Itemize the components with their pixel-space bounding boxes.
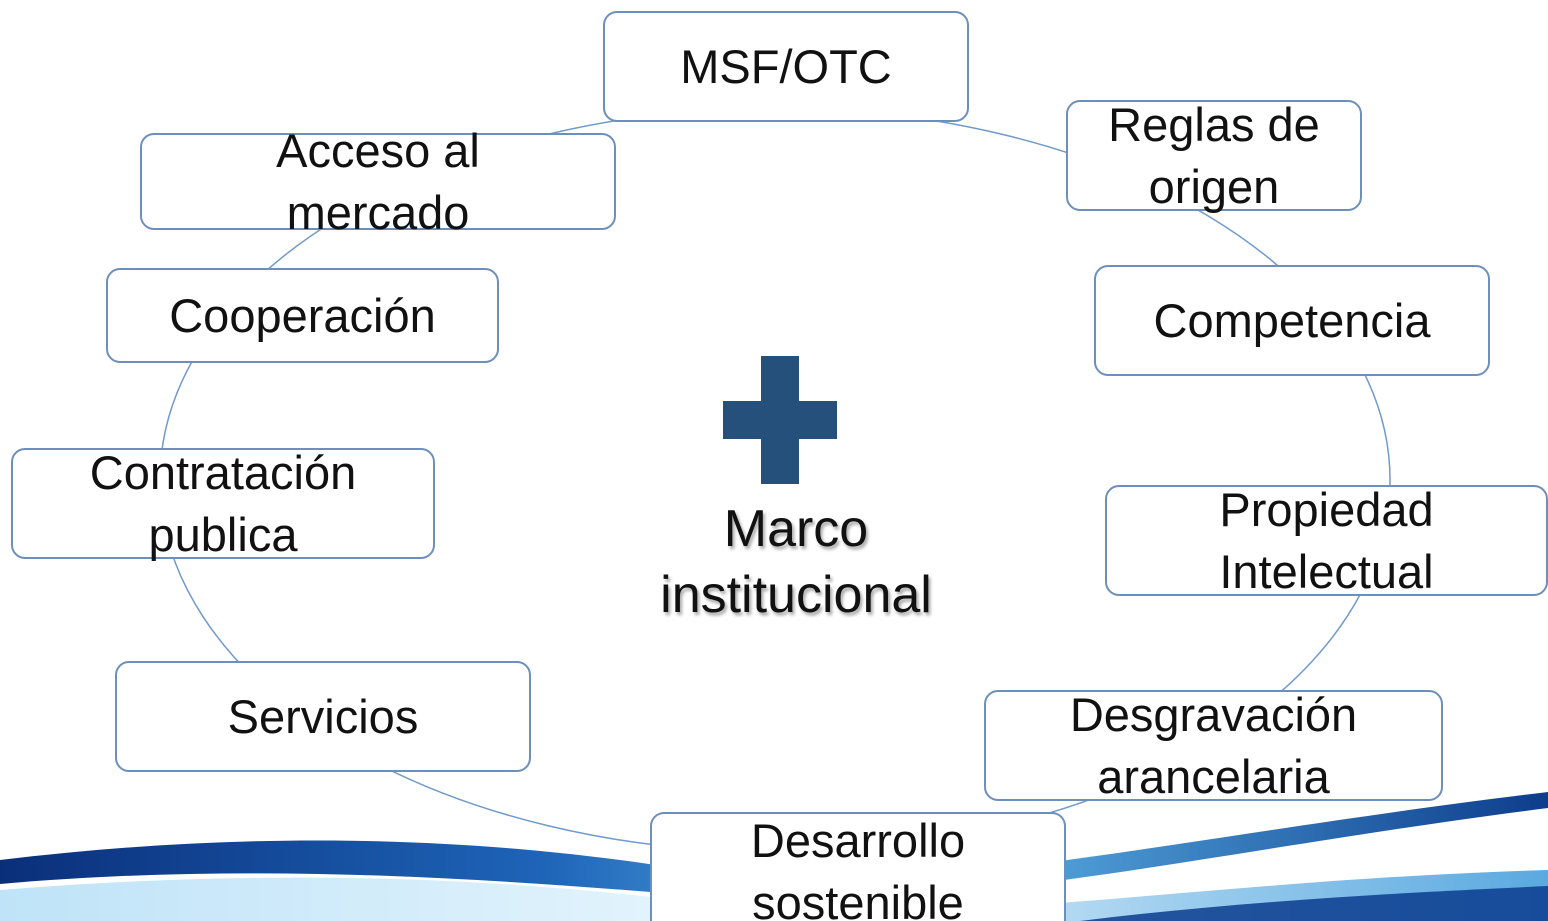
node-competencia: Competencia	[1094, 265, 1490, 376]
plus-icon	[723, 356, 837, 484]
node-desarrollo-sostenible: Desarrollo sostenible	[650, 812, 1066, 921]
node-servicios: Servicios	[115, 661, 531, 772]
node-label: MSF/OTC	[680, 39, 892, 93]
node-label: Propiedad Intelectual	[1219, 482, 1434, 598]
node-acceso-al-mercado: Acceso al mercado	[140, 124, 616, 239]
node-label: Desgravación arancelaria	[1069, 687, 1358, 803]
node-label: Competencia	[1153, 293, 1431, 347]
node-label: Contratación publica	[89, 445, 357, 561]
center-label: Marco institucional	[660, 500, 932, 624]
node-label: Acceso al mercado	[276, 123, 480, 239]
node-label: Reglas de origen	[1108, 97, 1320, 213]
node-propiedad-intelectual: Propiedad Intelectual	[1105, 483, 1548, 598]
node-label: Cooperación	[169, 288, 436, 342]
node-label: Servicios	[227, 689, 419, 743]
swoosh-decoration	[0, 792, 1548, 921]
node-contratacion-publica: Contratación publica	[11, 446, 435, 561]
node-desgravacion-arancelaria: Desgravación arancelaria	[984, 688, 1443, 803]
node-msf-otc: MSF/OTC	[603, 11, 969, 122]
node-label: Desarrollo sostenible	[750, 814, 966, 921]
node-reglas-de-origen: Reglas de origen	[1066, 98, 1362, 213]
node-cooperacion: Cooperación	[106, 268, 499, 363]
